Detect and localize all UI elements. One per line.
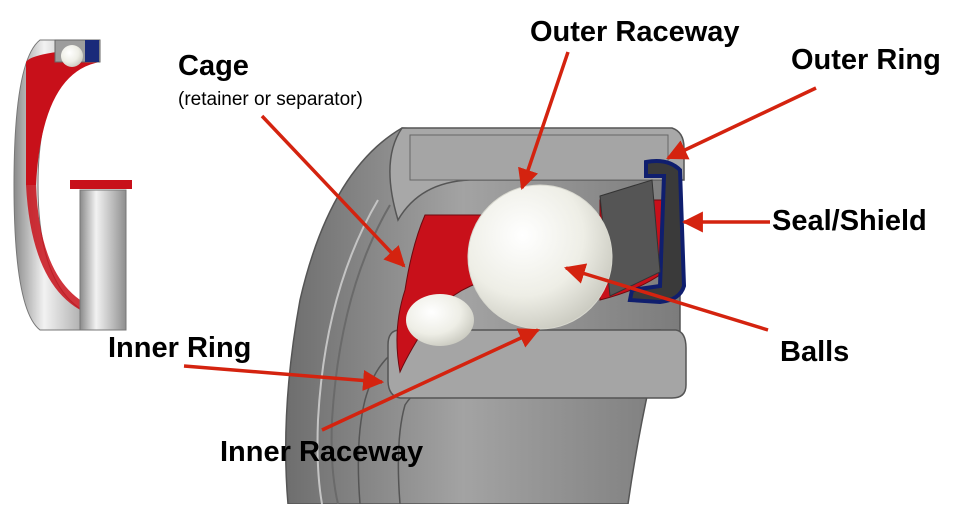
arrow-inner-ring [183,364,385,391]
label-outer-ring: Outer Ring [791,44,941,76]
arrow-outer-ring [666,86,817,160]
label-inner-raceway: Inner Raceway [220,436,424,468]
label-balls: Balls [780,336,850,368]
callout-arrows [183,51,817,432]
bearing-cross-section [284,127,687,505]
label-cage-note: (retainer or separator) [178,89,363,110]
label-cage: Cage [178,50,249,82]
arrow-cage [260,114,406,268]
arrow-balls [563,263,769,332]
label-seal-shield: Seal/Shield [772,205,927,237]
label-inner-ring: Inner Ring [108,332,252,364]
label-outer-raceway: Outer Raceway [530,16,740,48]
arrow-outer-raceway [518,51,570,190]
arrow-inner-raceway [321,328,540,432]
thumbnail-bearing [13,39,132,331]
